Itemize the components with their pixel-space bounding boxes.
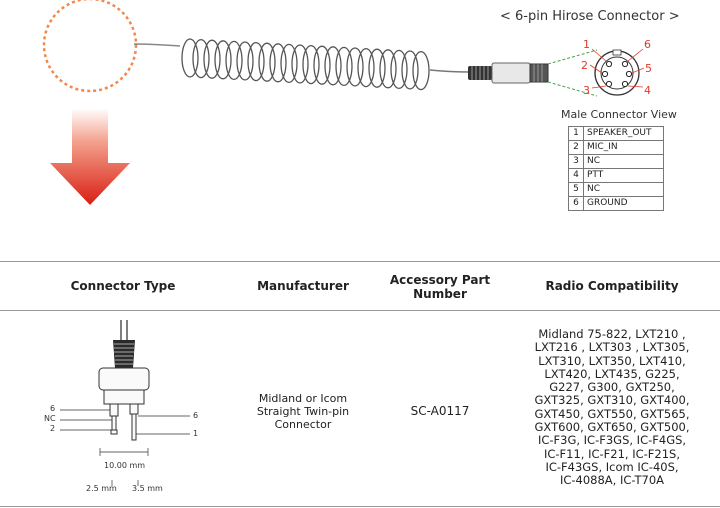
down-arrow-icon	[50, 108, 130, 205]
header-part-number-line1: Accessory Part	[389, 273, 491, 287]
compatibility-line: GXT450, GXT550, GXT565,	[534, 406, 690, 421]
cable-coil-loop	[192, 38, 210, 79]
male-connector-face	[594, 49, 640, 96]
male-connector-view-label: Male Connector View	[561, 108, 677, 121]
cable-coil-loop	[291, 44, 309, 84]
dimension-left: 2.5 mm	[86, 484, 117, 493]
part-number-cell: SC-A0117	[410, 404, 470, 418]
manufacturer-cell: Midland or Icom Straight Twin-pin Connec…	[238, 392, 368, 431]
dashed-circle	[42, 0, 138, 93]
manufacturer-line: Midland or Icom	[258, 392, 348, 405]
plug-label-6-left: 6	[50, 404, 56, 413]
coiled-cable	[181, 38, 430, 91]
compatibility-line: IC-4088A, IC-T70A	[559, 473, 665, 488]
pin-signal: GROUND	[583, 196, 664, 211]
cable-coil-loop	[302, 44, 320, 85]
cable-coil-loop	[379, 49, 397, 89]
cable-coil-loop	[412, 50, 430, 91]
cable-coil-loop	[258, 42, 276, 82]
pin-signal: SPEAKER_OUT	[583, 126, 664, 141]
dimension-right: 3.5 mm	[132, 484, 163, 493]
pin-number: 6	[568, 196, 584, 211]
cable-coil-loop	[181, 38, 199, 78]
header-manufacturer: Manufacturer	[257, 279, 349, 293]
header-part-number-line2: Number	[413, 287, 467, 301]
compatibility-line: LXT216 , LXT303 , LXT305,	[534, 340, 690, 355]
cable-coil-loop	[368, 48, 386, 88]
table-top-rule	[0, 261, 720, 262]
compatibility-line: LXT310, LXT350, LXT410,	[538, 353, 686, 368]
pin-signal: MIC_IN	[583, 140, 664, 155]
connector-title: < 6-pin Hirose Connector >	[500, 9, 680, 24]
pin-label-4: 4	[644, 84, 651, 97]
pin-number: 4	[568, 168, 584, 183]
pin-label-5: 5	[645, 62, 652, 75]
pin-signal: NC	[583, 154, 664, 169]
compatibility-line: IC-F3G, IC-F3GS, IC-F4GS,	[537, 433, 687, 448]
pin-label-6: 6	[644, 38, 651, 51]
plug-label-nc: NC	[44, 414, 56, 423]
compatibility-line: IC-F11, IC-F21, IC-F21S,	[543, 446, 681, 461]
cable-coil-loop	[335, 46, 353, 87]
cable-coil-loop	[346, 47, 364, 87]
pin-number: 2	[568, 140, 584, 155]
compatibility-line: LXT420, LXT435, G225,	[544, 366, 680, 381]
header-part-number: Accessory Part Number	[378, 273, 502, 301]
cable-diagram: 1 2 3 4 5 6	[42, 0, 652, 205]
pin-number: 3	[568, 154, 584, 169]
pin-signal: PTT	[583, 168, 664, 183]
pin-number: 1	[568, 126, 584, 141]
twin-pin-plug-diagram	[60, 320, 190, 486]
table-bottom-rule	[0, 506, 720, 507]
plug-label-6-right: 6	[193, 411, 199, 420]
dimension-total: 10.00 mm	[104, 461, 146, 470]
compatibility-line: GXT600, GXT650, GXT500,	[534, 420, 690, 435]
cable-coil-loop	[269, 43, 287, 83]
header-compatibility: Radio Compatibility	[545, 279, 679, 293]
header-bottom-rule	[0, 310, 720, 311]
header-connector-type: Connector Type	[70, 279, 176, 293]
compatibility-line: GXT325, GXT310, GXT400,	[534, 393, 690, 408]
cable-coil-loop	[247, 41, 265, 82]
compatibility-line: G227, G300, GXT250,	[549, 380, 675, 395]
cable-coil-loop	[390, 49, 408, 90]
cable-coil-loop	[280, 43, 298, 84]
cable-coil-loop	[236, 41, 254, 81]
hirose-connector-body	[491, 62, 531, 84]
cable-coil-loop	[357, 47, 375, 88]
strain-relief	[468, 66, 492, 80]
plug-label-1: 1	[193, 429, 199, 438]
compatibility-line: IC-F43GS, Icom IC-40S,	[545, 459, 679, 474]
pin-label-2: 2	[581, 59, 588, 72]
cable-coil-loop	[214, 40, 232, 80]
cable-coil-loop	[225, 40, 243, 81]
pin-signal: NC	[583, 182, 664, 197]
cable-coil-loop	[324, 46, 342, 86]
cable-coil-loop	[401, 50, 419, 90]
plug-label-2: 2	[50, 424, 56, 433]
manufacturer-line: Connector	[274, 418, 332, 431]
pin-label-3: 3	[583, 84, 590, 97]
manufacturer-line: Straight Twin-pin	[256, 405, 350, 418]
cable-coil-loop	[313, 45, 331, 85]
compatibility-line: Midland 75-822, LXT210 ,	[538, 327, 686, 341]
compatibility-cell: Midland 75-822, LXT210 , LXT216 , LXT303…	[512, 327, 712, 488]
cable-coil-loop	[203, 39, 221, 79]
pin-number: 5	[568, 182, 584, 197]
pin-label-1: 1	[583, 38, 590, 51]
